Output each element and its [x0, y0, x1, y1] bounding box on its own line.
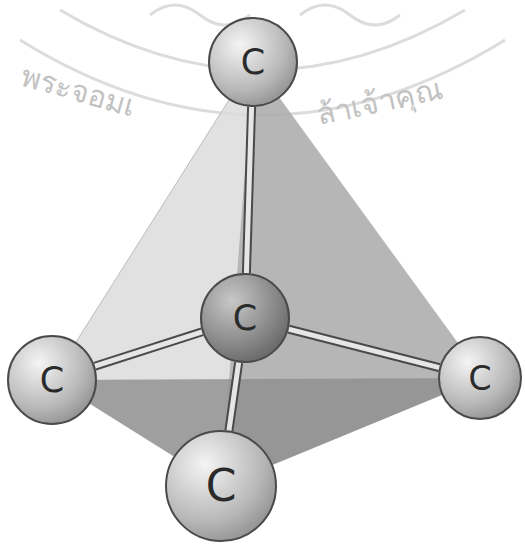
atom-text-group: C — [206, 464, 237, 508]
watermark-text: ล้าเจ้าคุณ — [312, 65, 447, 138]
atom-symbol: C — [468, 362, 491, 395]
bond-line — [289, 329, 440, 367]
carbon-atom: C — [208, 17, 298, 107]
atom-symbol: C — [241, 45, 265, 80]
atom-text-group: C — [233, 301, 257, 336]
bond-line — [289, 329, 440, 367]
atom-symbol: C — [40, 363, 64, 398]
bond-line — [246, 107, 251, 273]
atom-symbol: C — [233, 301, 257, 336]
bond-rod — [289, 329, 440, 367]
atom-text-group: C — [241, 45, 265, 80]
bond-rod — [95, 332, 202, 366]
atom-text-group: C — [468, 362, 491, 395]
bond-line — [95, 332, 202, 366]
bond-line — [229, 363, 239, 431]
watermark-text: พระจอมเ — [15, 52, 141, 130]
bond-rod — [246, 107, 251, 273]
atom-symbol: C — [206, 464, 237, 508]
bond-line — [246, 107, 251, 273]
carbon-atom: C — [200, 273, 290, 363]
carbon-atom: C — [165, 430, 277, 542]
atom-text-group: C — [40, 363, 64, 398]
bond-line — [229, 363, 239, 431]
seal-ornament — [300, 5, 400, 25]
bond-rod — [229, 363, 239, 431]
carbon-atom: C — [7, 335, 97, 425]
carbon-atom: C — [438, 336, 522, 420]
bond-line — [95, 332, 202, 366]
